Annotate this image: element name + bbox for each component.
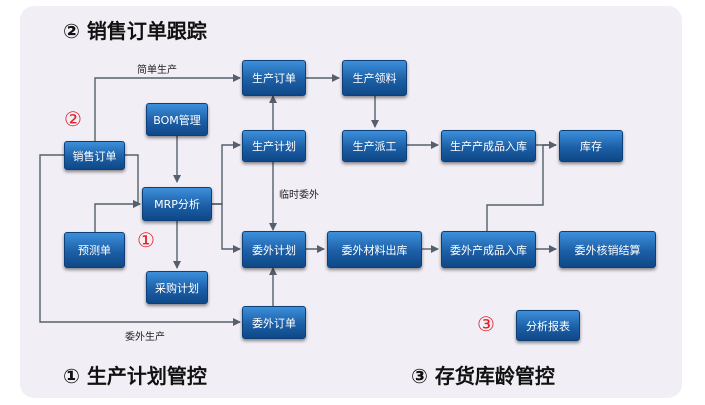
heading-sales-order-tracking: ② 销售订单跟踪 bbox=[63, 19, 207, 43]
node-dispatch[interactable]: 生产派工 bbox=[342, 130, 407, 162]
node-outsource-material-out[interactable]: 委外材料出库 bbox=[327, 231, 422, 268]
node-sales-order[interactable]: 销售订单 bbox=[64, 141, 125, 170]
edge-label-simple-production: 简单生产 bbox=[137, 65, 177, 76]
node-outsource-order[interactable]: 委外订单 bbox=[242, 306, 306, 339]
edge-label-outsource-production: 委外生产 bbox=[125, 332, 165, 343]
node-analysis-report[interactable]: 分析报表 bbox=[516, 310, 580, 341]
node-outsource-plan[interactable]: 委外计划 bbox=[242, 231, 306, 268]
edge-mrp-to-production-plan bbox=[212, 141, 241, 205]
node-finished-in[interactable]: 生产产成品入库 bbox=[441, 130, 536, 162]
marker-three: ③ bbox=[477, 312, 495, 336]
node-production-order[interactable]: 生产订单 bbox=[242, 60, 306, 96]
node-purchase-plan[interactable]: 采购计划 bbox=[146, 271, 208, 304]
marker-two: ② bbox=[64, 107, 82, 131]
node-inventory[interactable]: 库存 bbox=[559, 130, 623, 162]
heading-production-planning: ① 生产计划管控 bbox=[63, 364, 207, 388]
node-outsource-finished-in[interactable]: 委外产成品入库 bbox=[441, 231, 536, 268]
node-material-pick[interactable]: 生产领料 bbox=[342, 60, 407, 96]
heading-inventory-aging: ③ 存货库龄管控 bbox=[411, 364, 555, 388]
node-mrp[interactable]: MRP分析 bbox=[142, 187, 212, 221]
node-production-plan[interactable]: 生产计划 bbox=[242, 130, 306, 162]
edge-mrp-to-outsource-plan bbox=[212, 203, 241, 253]
node-forecast[interactable]: 预测单 bbox=[64, 232, 125, 268]
node-outsource-settlement[interactable]: 委外核销结算 bbox=[559, 231, 656, 268]
node-bom[interactable]: BOM管理 bbox=[146, 103, 208, 136]
edge-sales-to-mrp bbox=[125, 154, 141, 208]
edge-label-temp-outsource: 临时委外 bbox=[279, 190, 319, 201]
edge-outsource-finished-to-inventory bbox=[486, 144, 556, 231]
edge-forecast-to-mrp bbox=[94, 200, 141, 232]
edge-sales-to-production-order bbox=[94, 74, 241, 141]
edge-sales-to-outsource-order bbox=[39, 154, 241, 326]
marker-one: ① bbox=[137, 228, 155, 252]
